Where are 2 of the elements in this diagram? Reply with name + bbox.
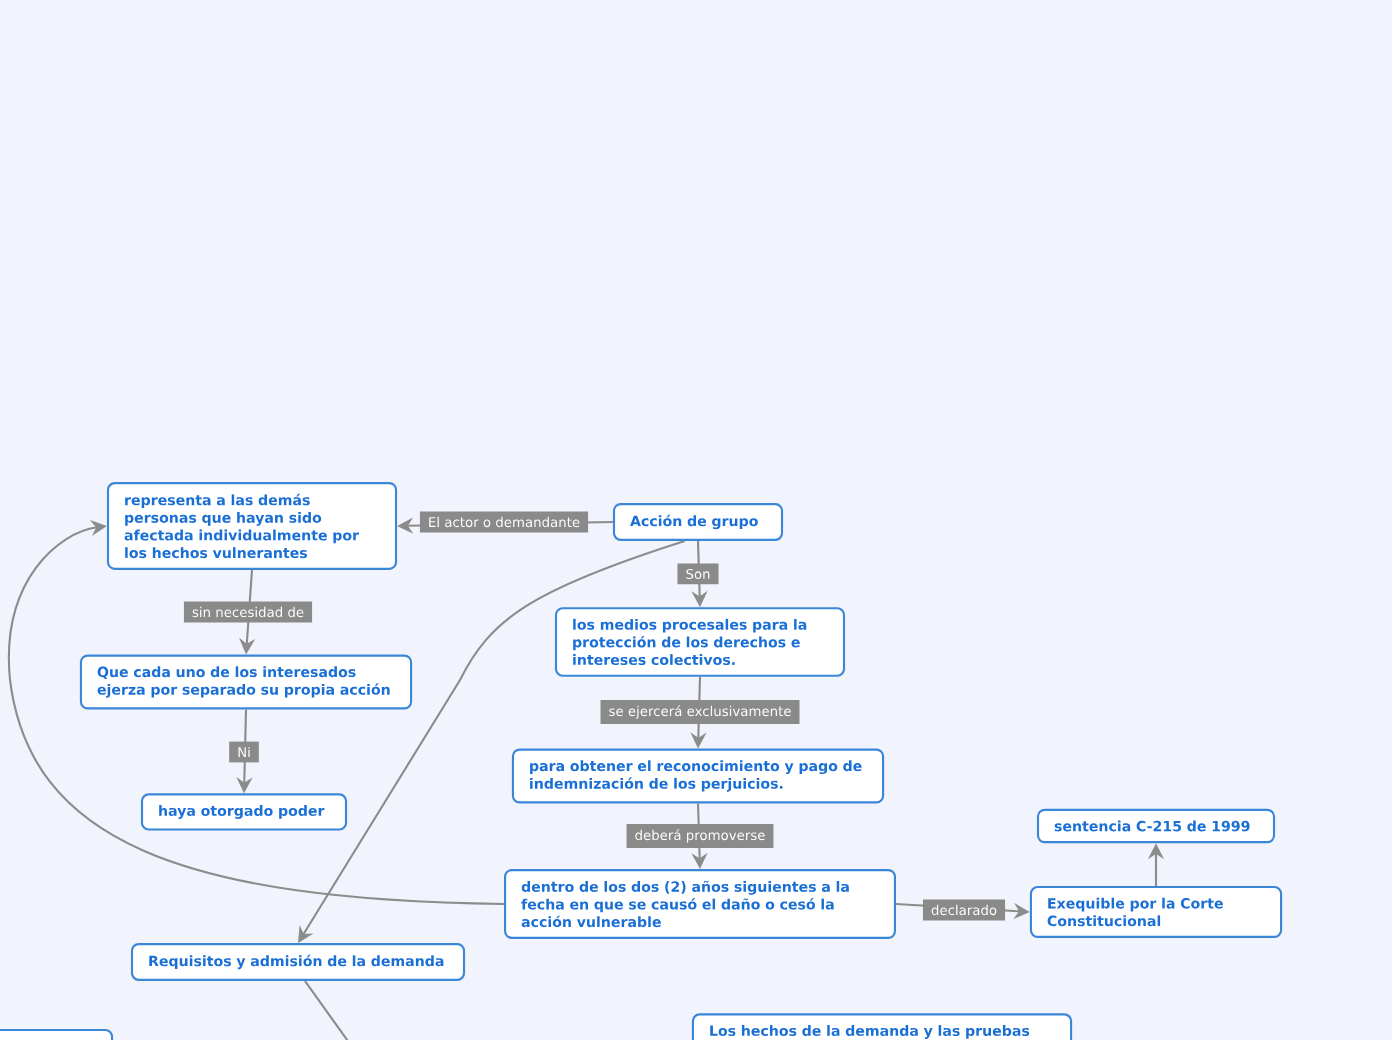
arrow [8,519,505,906]
empty-box [0,1028,114,1040]
